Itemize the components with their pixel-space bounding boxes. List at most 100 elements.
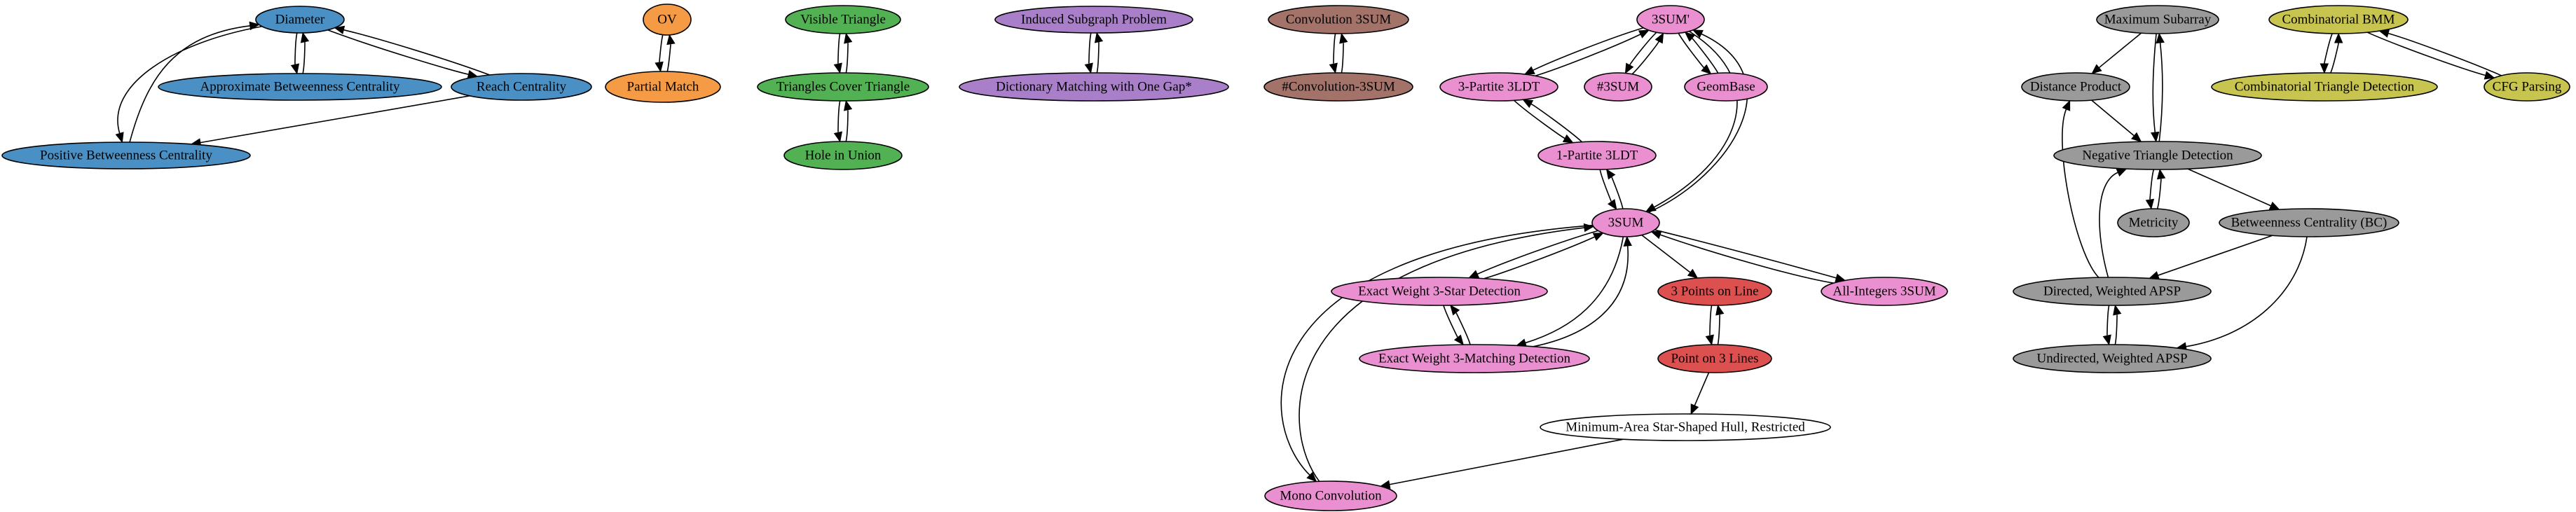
node-shape bbox=[1657, 344, 1772, 373]
node-label: Reach Centrality bbox=[477, 80, 567, 95]
arrow-head bbox=[2131, 132, 2142, 143]
arrow-head bbox=[1339, 32, 1348, 44]
node-label: 3 Points on Line bbox=[1671, 284, 1758, 299]
edge-cfg-parsing-to-comb-bmm bbox=[2378, 29, 2502, 76]
edge-neg-triangle-to-bc bbox=[2187, 168, 2280, 210]
node-approx-bc: Approximate Betweenness Centrality bbox=[158, 73, 442, 101]
node-label: 1-Partite 3LDT bbox=[1556, 148, 1638, 163]
edge-max-subarray-to-neg-triangle bbox=[2151, 33, 2160, 143]
node-label: Combinatorial Triangle Detection bbox=[2235, 80, 2415, 95]
node-reach-centrality: Reach Centrality bbox=[451, 73, 592, 101]
node-exact-matching: Exact Weight 3-Matching Detection bbox=[1359, 344, 1590, 373]
node-label: Visible Triangle bbox=[800, 13, 886, 27]
node-label: Induced Subgraph Problem bbox=[1021, 13, 1167, 27]
node-shape bbox=[451, 73, 592, 101]
node-cfg-parsing: CFG Parsing bbox=[2483, 72, 2570, 102]
arrow-head bbox=[833, 62, 842, 74]
node-comb-triangle: Combinatorial Triangle Detection bbox=[2211, 72, 2438, 102]
edge-line bbox=[1533, 27, 1644, 71]
node-shape bbox=[2483, 72, 2570, 102]
node-shape bbox=[255, 6, 345, 34]
node-shape bbox=[2219, 208, 2399, 237]
node-shape bbox=[1636, 5, 1705, 34]
edge-induced-subgraph-to-dict-matching bbox=[1084, 32, 1093, 74]
edge-threepartite-3ldt-to-onepartite-3ldt bbox=[1513, 99, 1574, 144]
edge-exact-star-to-threesum bbox=[1484, 233, 1604, 279]
arrow-head bbox=[1583, 223, 1595, 233]
node-label: #Convolution-3SUM bbox=[1282, 80, 1395, 95]
edge-point-3lines-to-min-area-hull bbox=[1690, 372, 1710, 415]
edge-triangles-cover-to-hole-in-union bbox=[833, 100, 843, 143]
node-shape bbox=[2013, 277, 2212, 306]
edge-onepartite-3ldt-to-threepartite-3ldt bbox=[1522, 99, 1583, 143]
node-ov: OV bbox=[643, 4, 692, 36]
arrow-head bbox=[1715, 304, 1725, 316]
node-label: Undirected, Weighted APSP bbox=[2036, 352, 2187, 366]
edge-line bbox=[200, 95, 470, 144]
edge-diameter-to-reach-centrality bbox=[327, 29, 479, 79]
node-comb-bmm: Combinatorial BMM bbox=[2268, 5, 2409, 34]
arrow-head bbox=[1690, 403, 1699, 415]
edge-line bbox=[2186, 236, 2308, 347]
arrow-head bbox=[1645, 203, 1657, 212]
edge-line bbox=[1535, 34, 1641, 77]
node-shape bbox=[2268, 5, 2409, 34]
edge-line bbox=[658, 34, 664, 63]
node-positive-bc: Positive Betweenness Centrality bbox=[1, 141, 251, 169]
edge-partial-match-to-ov bbox=[666, 34, 676, 72]
edge-undirected-apsp-to-directed-apsp bbox=[2113, 304, 2122, 345]
arrow-head bbox=[2483, 71, 2495, 80]
edge-line bbox=[2062, 109, 2099, 278]
node-label: 3SUM bbox=[1608, 216, 1644, 230]
node-label: Diameter bbox=[275, 13, 325, 27]
node-shape bbox=[783, 141, 903, 170]
edge-line bbox=[1477, 230, 1598, 275]
node-shape bbox=[1537, 141, 1657, 170]
node-shape bbox=[1540, 413, 1831, 441]
arrow-head bbox=[1624, 62, 1634, 74]
arrow-head bbox=[2334, 32, 2343, 43]
edge-line bbox=[1533, 245, 1629, 347]
edge-max-subarray-to-distance-product bbox=[2091, 32, 2142, 74]
edge-sharp-conv3sum-to-conv3sum bbox=[1339, 32, 1348, 74]
node-onepartite-3ldt: 1-Partite 3LDT bbox=[1537, 141, 1657, 170]
arrow-head bbox=[1562, 134, 1574, 144]
node-label: Approximate Betweenness Centrality bbox=[200, 80, 400, 95]
node-shape bbox=[2211, 72, 2438, 102]
node-shape bbox=[2021, 72, 2130, 102]
edge-line bbox=[845, 41, 849, 74]
node-shape bbox=[1591, 208, 1660, 237]
edge-line bbox=[2366, 32, 2486, 76]
node-geombase: GeomBase bbox=[1684, 72, 1768, 102]
edge-line bbox=[1629, 32, 1657, 66]
arrow-head bbox=[1306, 471, 1317, 483]
edge-line bbox=[1280, 224, 1593, 476]
edge-line bbox=[343, 29, 491, 76]
edge-line bbox=[1525, 236, 1624, 344]
edge-diameter-to-positive-bc bbox=[115, 25, 263, 144]
node-mono-conv: Mono Convolution bbox=[1264, 480, 1397, 511]
edge-neg-triangle-to-max-subarray bbox=[2156, 32, 2165, 142]
node-shape bbox=[1584, 72, 1652, 102]
node-label: Triangles Cover Triangle bbox=[776, 80, 910, 95]
arrow-head bbox=[1094, 32, 1104, 43]
edge-line bbox=[294, 32, 298, 65]
arrow-head bbox=[2062, 99, 2071, 111]
node-shape bbox=[1263, 72, 1413, 102]
node-label: Partial Match bbox=[627, 80, 699, 95]
node-threesum-prime: 3SUM' bbox=[1636, 5, 1705, 34]
arrow-head bbox=[1468, 270, 1480, 279]
edge-threepartite-3ldt-to-threesum-prime bbox=[1535, 29, 1650, 77]
arrow-head bbox=[2145, 198, 2155, 210]
edge-comb-bmm-to-comb-triangle bbox=[2320, 33, 2333, 74]
node-shape bbox=[2053, 141, 2262, 170]
edge-line bbox=[1513, 99, 1566, 139]
arrow-head bbox=[1522, 99, 1534, 109]
node-label: Exact Weight 3-Star Detection bbox=[1358, 284, 1521, 299]
edge-line bbox=[1484, 236, 1596, 279]
node-label: Convolution 3SUM bbox=[1286, 13, 1392, 27]
arrow-head bbox=[1650, 230, 1662, 240]
edge-neg-triangle-to-metricity bbox=[2145, 169, 2155, 210]
edge-line bbox=[2187, 168, 2271, 207]
